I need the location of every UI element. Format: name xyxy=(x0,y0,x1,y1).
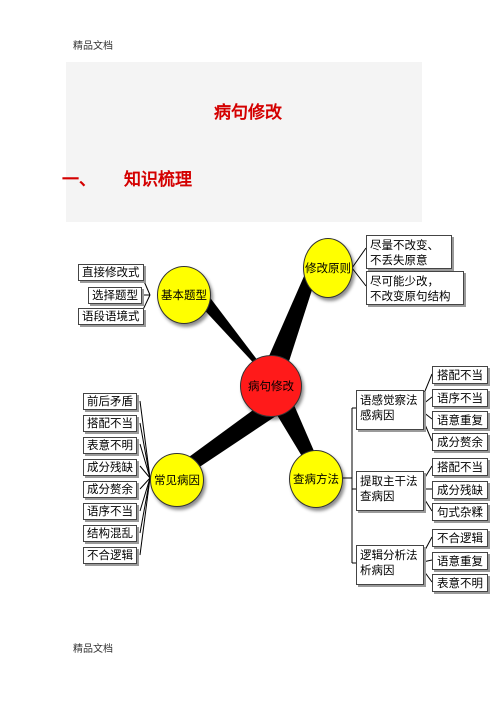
cause-item: 不合逻辑 xyxy=(83,547,137,564)
section-heading: 一、 知识梳理 xyxy=(62,165,192,190)
node-basic-types: 基本题型 xyxy=(157,266,211,324)
method-item: 成分残缺 xyxy=(432,481,488,499)
principle-line: 不改变原句结构 xyxy=(370,289,451,303)
method-item: 表意不明 xyxy=(432,574,488,592)
method-line: 感病因 xyxy=(360,408,395,422)
cause-item: 搭配不当 xyxy=(83,415,137,432)
method-line: 语感觉察法 xyxy=(360,393,418,407)
method-line: 析病因 xyxy=(360,563,395,577)
basic-type-item: 直接修改式 xyxy=(78,264,144,281)
principle-line: 尽量不改变、 xyxy=(370,238,439,252)
method-item: 搭配不当 xyxy=(432,458,488,476)
connector-principles xyxy=(262,258,321,380)
section-number: 一、 xyxy=(62,170,96,190)
method-group: 语感觉察法感病因 xyxy=(356,390,424,430)
cause-item: 成分残缺 xyxy=(83,459,137,476)
section-title: 知识梳理 xyxy=(124,170,192,190)
method-line: 查病因 xyxy=(360,489,395,503)
cause-item: 结构混乱 xyxy=(83,525,137,542)
method-group: 逻辑分析法析病因 xyxy=(356,545,424,585)
basic-type-item: 选择题型 xyxy=(88,287,142,304)
method-item: 语意重复 xyxy=(432,411,488,429)
node-methods: 查病方法 xyxy=(289,450,343,508)
cause-item: 成分赘余 xyxy=(83,481,137,498)
method-group: 提取主干法查病因 xyxy=(356,471,424,511)
method-line: 逻辑分析法 xyxy=(360,548,418,562)
method-line: 提取主干法 xyxy=(360,474,418,488)
principle-line: 尽可能少改， xyxy=(370,274,439,288)
principle-item: 尽量不改变、不丢失原意 xyxy=(366,235,452,269)
page-footer: 精品文档 xyxy=(73,644,113,655)
page-header: 精品文档 xyxy=(73,41,113,52)
cause-item: 前后矛盾 xyxy=(83,393,137,410)
node-principles: 修改原则 xyxy=(303,238,353,298)
method-item: 语意重复 xyxy=(432,552,488,570)
title-band xyxy=(66,62,422,222)
cause-item: 语序不当 xyxy=(83,503,137,520)
principle-item: 尽可能少改，不改变原句结构 xyxy=(366,271,464,305)
connector-common-causes xyxy=(178,402,276,478)
method-item: 语序不当 xyxy=(432,389,488,407)
node-common-causes: 常见病因 xyxy=(150,453,204,507)
method-item: 搭配不当 xyxy=(432,366,488,384)
connector-methods xyxy=(274,398,317,463)
method-item: 不合逻辑 xyxy=(432,529,488,547)
page-title: 病句修改 xyxy=(214,103,282,123)
method-item: 句式杂糅 xyxy=(432,503,488,521)
basic-type-item: 语段语境式 xyxy=(78,308,144,325)
principle-line: 不丢失原意 xyxy=(370,253,428,267)
center-node: 病句修改 xyxy=(240,355,302,417)
cause-item: 表意不明 xyxy=(83,437,137,454)
method-item: 成分赘余 xyxy=(432,433,488,451)
